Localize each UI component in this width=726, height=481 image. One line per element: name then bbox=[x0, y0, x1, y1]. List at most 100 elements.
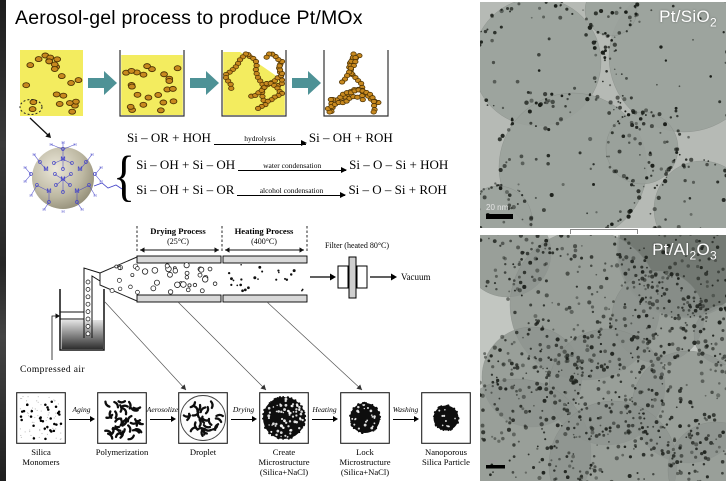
svg-text:O: O bbox=[61, 167, 65, 173]
svg-text:H: H bbox=[73, 142, 76, 147]
svg-text:H: H bbox=[93, 193, 96, 198]
slide-title: Aerosol-gel process to produce Pt/MOx bbox=[15, 7, 363, 29]
eq3-rhs: Si – O – Si + ROH bbox=[348, 181, 447, 197]
tem-label-pt-sio2: Pt/SiO2 bbox=[659, 7, 717, 30]
svg-text:H: H bbox=[32, 152, 35, 157]
water-condensation-equation: Si – OH + Si – OH water condensation Si … bbox=[136, 156, 448, 174]
scale-bar-label: 20 nm bbox=[486, 203, 509, 212]
step-arrow-label: Washing bbox=[392, 405, 419, 414]
tem-image-pt-al2o3: Pt/Al2O3 bbox=[480, 235, 726, 481]
window-edge-strip bbox=[0, 0, 6, 481]
tem-micrograph: 20 nm bbox=[480, 2, 726, 228]
svg-text:O: O bbox=[53, 172, 57, 178]
process-step-box bbox=[178, 392, 228, 444]
svg-text:Compressed air: Compressed air bbox=[20, 365, 85, 375]
tem-image-pt-sio2: 20 nm Pt/SiO2 bbox=[480, 2, 726, 228]
step-arrow-aerosolize: Aerosolize bbox=[147, 392, 178, 444]
svg-text:O: O bbox=[84, 160, 88, 166]
process-step-box bbox=[421, 392, 471, 444]
svg-text:Vacuum: Vacuum bbox=[401, 272, 431, 282]
svg-text:Filter (heated 80°C): Filter (heated 80°C) bbox=[325, 241, 389, 250]
svg-text:O: O bbox=[29, 172, 33, 178]
eq1-lhs: Si – OR + HOH bbox=[127, 130, 211, 145]
svg-text:H: H bbox=[99, 165, 102, 170]
reaction-arrow: alcohol condensation bbox=[237, 179, 347, 198]
svg-text:H: H bbox=[49, 142, 52, 147]
eq3-arrow-label: alcohol condensation bbox=[259, 185, 324, 195]
process-step-polymerization: Polymerization bbox=[95, 392, 149, 457]
svg-text:H: H bbox=[23, 179, 26, 184]
svg-text:H: H bbox=[61, 209, 64, 214]
svg-text:M: M bbox=[61, 177, 66, 183]
step-arrow-aging: Aging bbox=[68, 392, 95, 444]
svg-text:M: M bbox=[78, 167, 83, 173]
eq2-rhs: Si – O – Si + HOH bbox=[349, 156, 449, 172]
svg-text:Heating Process: Heating Process bbox=[235, 226, 294, 236]
svg-text:H: H bbox=[29, 193, 32, 198]
process-step-droplet: Droplet bbox=[176, 392, 230, 457]
svg-text:(400°C): (400°C) bbox=[251, 237, 277, 246]
process-step-label: Droplet bbox=[189, 447, 217, 457]
svg-text:H: H bbox=[23, 165, 26, 170]
svg-text:O: O bbox=[47, 200, 51, 206]
svg-text:O: O bbox=[93, 172, 97, 178]
svg-text:O: O bbox=[38, 160, 42, 166]
svg-text:O: O bbox=[69, 172, 73, 178]
step-arrow-heating: Heating bbox=[311, 392, 338, 444]
image-divider-bracket bbox=[570, 229, 638, 234]
tem-label-pt-al2o3: Pt/Al2O3 bbox=[652, 240, 717, 263]
svg-text:O: O bbox=[61, 190, 65, 196]
process-step-box bbox=[97, 392, 147, 444]
eq1-rhs: Si – OH + ROH bbox=[308, 130, 393, 145]
svg-text:O: O bbox=[70, 161, 74, 167]
step-arrow-drying: Drying bbox=[230, 392, 257, 444]
reaction-arrow: hydrolysis bbox=[213, 128, 307, 146]
eq1-arrow-label: hydrolysis bbox=[244, 134, 276, 143]
svg-text:H: H bbox=[90, 152, 93, 157]
svg-text:Drying Process: Drying Process bbox=[150, 226, 206, 236]
svg-text:H: H bbox=[42, 207, 45, 212]
svg-text:O: O bbox=[68, 183, 72, 189]
svg-text:M: M bbox=[75, 189, 80, 195]
svg-text:O: O bbox=[75, 200, 79, 206]
curly-brace: { bbox=[113, 144, 136, 207]
svg-text:O: O bbox=[35, 183, 39, 189]
eq2-lhs: Si – OH + Si – OH bbox=[136, 156, 236, 172]
svg-text:O: O bbox=[52, 161, 56, 167]
reaction-arrow: water condensation bbox=[238, 154, 348, 173]
svg-text:O: O bbox=[87, 183, 91, 189]
aerosol-apparatus-diagram: Drying Process(25°C) Heating Process(400°… bbox=[20, 226, 431, 391]
tem-micrograph bbox=[480, 235, 726, 481]
reaction-equations: Si – OR + HOH hydrolysis Si – OH + ROH {… bbox=[113, 129, 479, 203]
svg-text:M: M bbox=[47, 189, 52, 195]
process-step-label: Polymerization bbox=[95, 447, 149, 457]
sol-gel-process-row bbox=[19, 50, 389, 117]
svg-text:M: M bbox=[44, 167, 49, 173]
svg-text:H: H bbox=[80, 207, 83, 212]
process-step-box bbox=[16, 392, 66, 444]
step-arrow-label: Heating bbox=[312, 405, 337, 414]
eq2-arrow-label: water condensation bbox=[263, 160, 322, 170]
svg-text:(25°C): (25°C) bbox=[167, 237, 189, 246]
hydrolysis-equation: Si – OR + HOH hydrolysis Si – OH + ROH bbox=[113, 129, 479, 147]
process-step-box bbox=[340, 392, 390, 444]
step-arrow-label: Aerosolize bbox=[146, 405, 179, 414]
svg-text:O: O bbox=[54, 183, 58, 189]
step-arrow-washing: Washing bbox=[392, 392, 419, 444]
svg-text:H: H bbox=[61, 140, 64, 145]
svg-text:O: O bbox=[61, 147, 65, 153]
step-arrow-label: Drying bbox=[232, 405, 255, 414]
eq3-lhs: Si – OH + Si – OR bbox=[136, 181, 235, 197]
step-arrow-label: Aging bbox=[72, 405, 91, 414]
